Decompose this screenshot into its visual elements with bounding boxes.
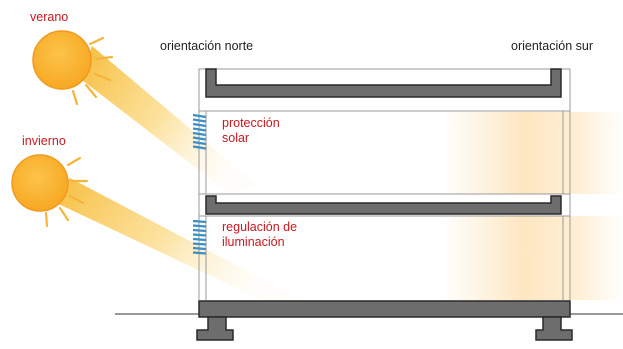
right-footing	[535, 316, 573, 341]
solar-protection-label-line1: protección	[222, 116, 280, 130]
left-footing	[196, 316, 234, 341]
summer-sun-ray	[82, 46, 258, 194]
summer-label: verano	[30, 10, 68, 24]
ground-slab	[198, 300, 571, 318]
south-glow-upper	[440, 112, 623, 194]
lighting-regulation-label-line2: iluminación	[222, 235, 285, 249]
winter-sun-icon	[11, 154, 89, 228]
lighting-regulation-label-line1: regulación de	[222, 220, 297, 234]
glazing-lines	[198, 68, 571, 300]
lower-louvers	[192, 219, 207, 255]
floor-slab	[205, 195, 562, 215]
building-structure	[196, 68, 573, 341]
south-orientation-label: orientación sur	[511, 39, 593, 53]
roof-slab	[205, 68, 562, 98]
south-glow-lower	[440, 216, 623, 300]
upper-louvers	[192, 113, 207, 150]
north-orientation-label: orientación norte	[160, 39, 253, 53]
summer-sun-icon	[32, 30, 114, 106]
solar-protection-label-line2: solar	[222, 131, 249, 145]
winter-label: invierno	[22, 134, 66, 148]
winter-sun-ray	[50, 178, 302, 300]
